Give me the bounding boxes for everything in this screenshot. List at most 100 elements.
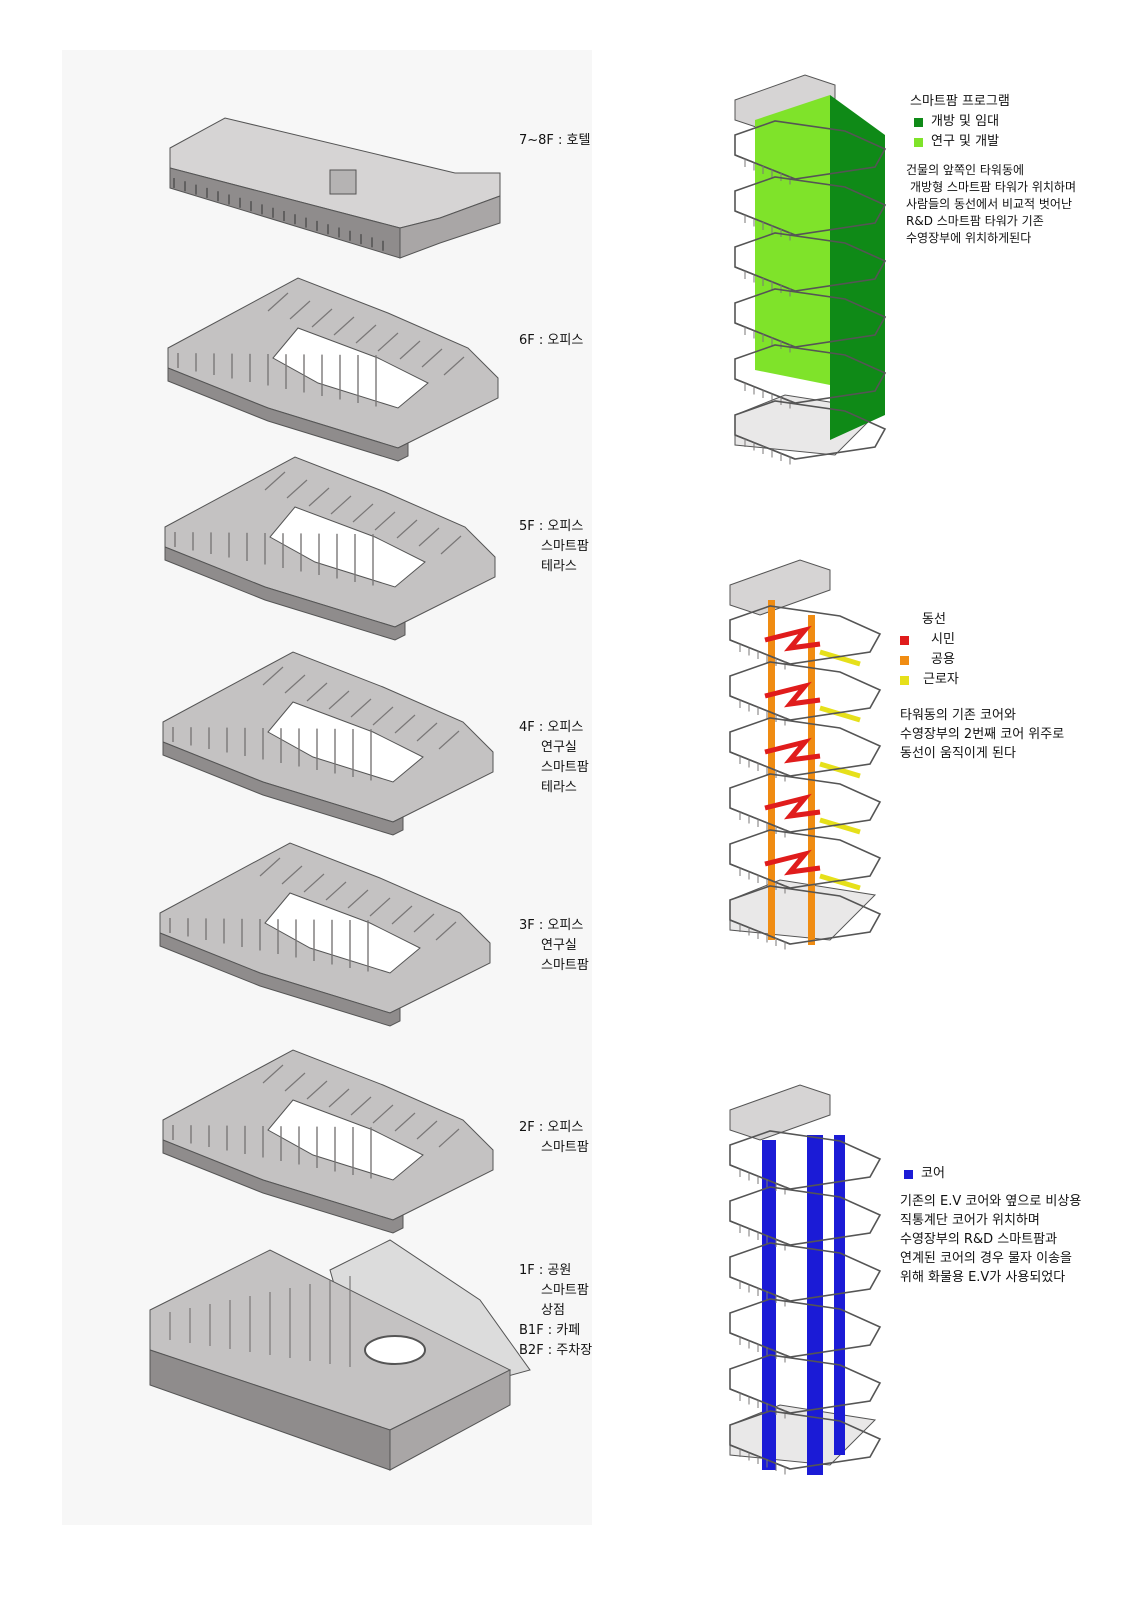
partition-wall (374, 511, 396, 531)
citizen-path (764, 849, 821, 876)
tower-floor-outline (729, 1186, 882, 1246)
core-legend-item: 코어 (904, 1164, 945, 1184)
floor-plate-4f (162, 651, 494, 836)
core-legend-label: 코어 (921, 1166, 945, 1181)
citizen-path (764, 625, 821, 652)
floor-slab-edge (164, 527, 406, 641)
partition-wall (421, 348, 443, 368)
circulation-tower (729, 559, 882, 950)
floor-label-line: 연구실 (541, 740, 577, 755)
partition-wall (259, 857, 281, 877)
floor-plate-6f (167, 277, 499, 462)
plaza-ring (364, 1335, 426, 1365)
tower-floor-outline (729, 661, 882, 721)
floor-label-line: 6F : 오피스 (519, 333, 584, 348)
circulation-legend-label: 근로자 (923, 672, 959, 687)
partition-wall (262, 666, 284, 686)
tower-slab-edge (729, 1332, 791, 1358)
tower-floor-outline (729, 605, 882, 665)
tower-roof (729, 1084, 831, 1141)
partition-wall (333, 316, 355, 336)
floor-label-line: 5F : 오피스 (519, 519, 584, 534)
tower-floor-outline (729, 717, 882, 777)
ground-podium-side (389, 1369, 511, 1471)
core-shaft (762, 1140, 776, 1470)
partition-wall (262, 1064, 284, 1084)
partition-wall (264, 471, 286, 491)
floor-slab-edge (159, 913, 401, 1027)
citizen-path (764, 681, 821, 708)
floor-label-line: 상점 (541, 1303, 565, 1318)
floor-label-line: 7~8F : 호텔 (519, 133, 591, 148)
tower-slab-edge (729, 695, 791, 721)
program-legend-item: 연구 및 개발 (910, 132, 1010, 152)
note-line: 건물의 앞쪽인 타워동에 (906, 163, 1025, 177)
partition-wall (413, 913, 435, 933)
note-line: 수영장부에 위치하게된다 (906, 231, 1032, 245)
partition-wall (330, 495, 352, 515)
floor-label-3f: 3F : 오피스 연구실 스마트팜 (519, 916, 589, 976)
program-legend-item: 개방 및 임대 (910, 112, 1010, 132)
note-line: 타워동의 기존 코어와 (900, 708, 1016, 723)
note-line: 연계된 코어의 경우 물자 이송을 (900, 1251, 1073, 1266)
partition-wall (372, 1104, 394, 1124)
note-line: 위해 화물용 E.V가 사용되었다 (900, 1270, 1066, 1285)
partition-wall (284, 1072, 306, 1092)
tower-floor-outline (729, 773, 882, 833)
tower-floor-outline (729, 1130, 882, 1190)
note-line: R&D 스마트팜 타워가 기존 (906, 214, 1044, 228)
floor-label-line: 테라스 (541, 559, 577, 574)
citizen-path (764, 793, 821, 820)
ground-floor-1f (149, 1239, 531, 1471)
partition-wall (350, 698, 372, 718)
partition-wall (435, 921, 457, 941)
floor-label-line: 4F : 오피스 (519, 720, 584, 735)
courtyard-void (264, 892, 421, 974)
partition-wall (416, 722, 438, 742)
hotel-floor-7-8f (169, 117, 501, 259)
partition-wall (418, 527, 440, 547)
floor-label-line: 1F : 공원 (519, 1263, 572, 1278)
floor-label-line: 테라스 (541, 780, 577, 795)
core-tower (729, 1084, 882, 1475)
partition-wall (355, 324, 377, 344)
circulation-note: 타워동의 기존 코어와 수영장부의 2번째 코어 위주로 동선이 움직이게 된다 (900, 706, 1064, 763)
core-note: 기존의 E.V 코어와 옆으로 비상용 직통계단 코어가 위치하며 수영장부의 … (900, 1192, 1081, 1287)
partition-wall (350, 1096, 372, 1116)
courtyard-void (272, 327, 429, 409)
floor-slab-edge (162, 1120, 404, 1234)
worker-path (819, 705, 861, 723)
tower-slab-edge (729, 639, 791, 665)
core-swatch (904, 1169, 913, 1179)
circulation-legend-item: 시민 (900, 630, 959, 650)
partition-wall (306, 1080, 328, 1100)
floor-label-2f: 2F : 오피스 스마트팜 (519, 1118, 589, 1158)
floor-label-line: 3F : 오피스 (519, 918, 584, 933)
tower-slab-edge (729, 863, 791, 889)
partition-wall (372, 706, 394, 726)
program-tower (734, 74, 887, 465)
floor-label-line: B1F : 카페 (519, 1323, 581, 1338)
core-shaft (834, 1135, 845, 1455)
partition-wall (396, 519, 418, 539)
tower-floor-outline (729, 1242, 882, 1302)
note-line: 개방형 스마트팜 타워가 위치하며 (910, 180, 1077, 194)
tower-floor-outline (729, 829, 882, 889)
floor-plate-5f (164, 456, 496, 641)
partition-wall (267, 292, 289, 312)
worker-path (819, 873, 861, 891)
floor-label-line: 스마트팜 (541, 1140, 589, 1155)
tower-base (729, 1404, 877, 1466)
partition-wall (289, 300, 311, 320)
tower-slab-edge (729, 751, 791, 777)
floor-label-1f: 1F : 공원 스마트팜 상점 B1F : 카페 B2F : 주차장 (519, 1261, 592, 1361)
partition-wall (311, 308, 333, 328)
citizen-swatch (900, 635, 909, 645)
hotel-facade-east (399, 195, 501, 259)
public-vertical-path (768, 600, 775, 940)
tower-slab-edge (729, 1220, 791, 1246)
floor-label-line: 스마트팜 (541, 958, 589, 973)
partition-wall (286, 479, 308, 499)
partition-wall (284, 674, 306, 694)
note-line: 수영장부의 2번째 코어 위주로 (900, 727, 1065, 742)
